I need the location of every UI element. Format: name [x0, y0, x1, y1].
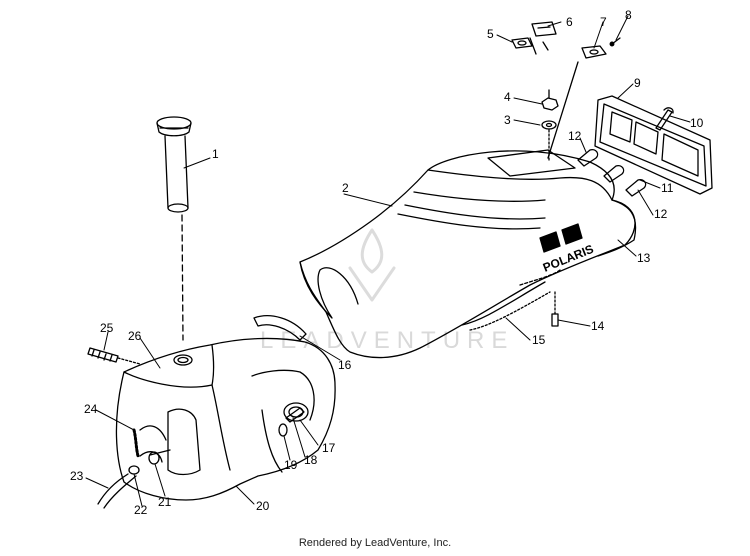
callout-13: 13 — [637, 251, 651, 265]
nut-part-4 — [541, 89, 559, 111]
washer-part-3 — [541, 120, 557, 130]
hose-part-23 — [97, 473, 137, 509]
vent-part-25 — [87, 347, 141, 365]
callout-26: 26 — [128, 329, 142, 343]
callout-22: 22 — [134, 503, 148, 517]
grommet-part-26 — [173, 354, 193, 366]
leadventure-watermark — [348, 228, 396, 302]
seat-side-part-13 — [597, 199, 637, 257]
callout-6: 6 — [566, 15, 573, 29]
callout-14: 14 — [591, 319, 605, 333]
decal-part-5 — [511, 37, 533, 49]
bulb-part-12-lower — [625, 178, 647, 197]
callout-17: 17 — [322, 441, 336, 455]
callout-4: 4 — [504, 90, 511, 104]
gasket-part-19 — [278, 423, 288, 437]
leader-lines — [85, 15, 691, 507]
callout-24: 24 — [84, 402, 98, 416]
callout-5: 5 — [487, 27, 494, 41]
bulb-part-11 — [603, 164, 625, 183]
callout-18: 18 — [304, 453, 318, 467]
bolt-part-14 — [551, 289, 559, 327]
screw-part-10 — [655, 107, 674, 131]
callout-7: 7 — [600, 15, 607, 29]
callout-12-upper: 12 — [568, 129, 582, 143]
callout-20: 20 — [256, 499, 270, 513]
fuel-tank-part-20 — [115, 337, 336, 501]
filler-neck-part-1 — [156, 116, 192, 341]
callout-21: 21 — [158, 495, 172, 509]
decal-part-6 — [531, 21, 557, 37]
callout-25: 25 — [100, 321, 114, 335]
callout-3: 3 — [504, 113, 511, 127]
seat-base-part-15 — [461, 281, 551, 331]
callout-9: 9 — [634, 76, 641, 90]
callout-15: 15 — [532, 333, 546, 347]
callout-16: 16 — [338, 358, 352, 372]
callouts: 1 2 3 4 5 6 7 8 9 10 11 12 12 13 14 15 1… — [70, 8, 704, 517]
callout-11: 11 — [661, 181, 674, 195]
callout-19: 19 — [284, 458, 298, 472]
taillight-housing-part-9 — [594, 95, 713, 195]
footer-credit: Rendered by LeadVenture, Inc. — [298, 537, 452, 549]
fitting-part-21 — [148, 451, 160, 465]
checkered-flag-logo — [539, 223, 583, 253]
watermark-text: LEADVENTURE — [260, 327, 514, 354]
callout-2: 2 — [342, 181, 349, 195]
clamp-part-22 — [128, 465, 140, 475]
rivet-part-8 — [609, 37, 621, 47]
callout-12-lower: 12 — [654, 207, 668, 221]
sender-part-18 — [285, 407, 305, 423]
strap-part-16 — [253, 315, 307, 341]
callout-1: 1 — [212, 147, 219, 161]
callout-10: 10 — [690, 116, 704, 130]
callout-8: 8 — [625, 8, 632, 22]
bulb-part-12-upper — [577, 148, 599, 167]
callout-23: 23 — [70, 469, 84, 483]
